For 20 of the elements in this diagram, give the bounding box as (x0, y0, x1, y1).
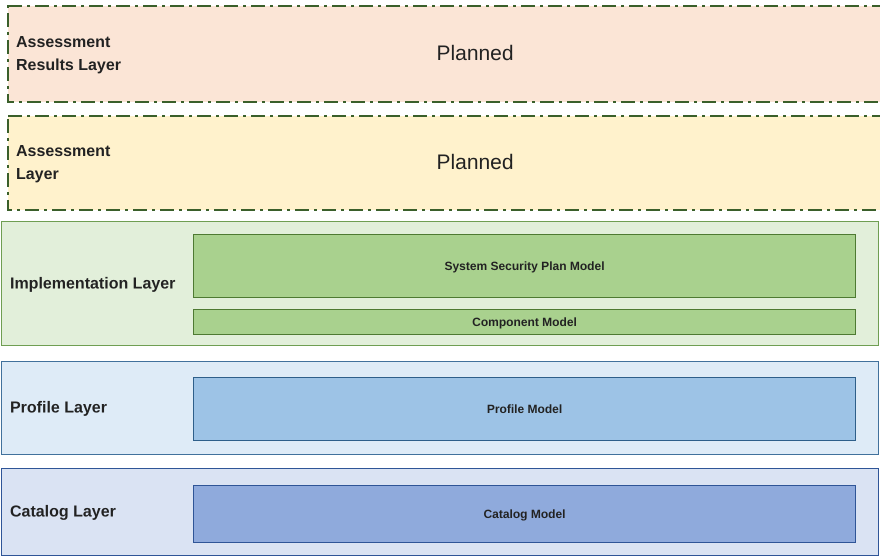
layer-title: Profile Layer (10, 398, 108, 418)
model-box (193, 377, 856, 441)
model-box (193, 309, 856, 335)
layer-title: Assessment Layer (16, 142, 112, 185)
model-label: Profile Model (486, 402, 562, 416)
model-box (193, 485, 856, 543)
layer-band (1, 221, 879, 346)
layer-band (1, 361, 879, 455)
status-text: Planned (436, 151, 514, 175)
status-text: Planned (436, 42, 514, 66)
model-label: System Security Plan Model (444, 259, 605, 273)
layer-band (1, 468, 879, 556)
layer-band (8, 116, 880, 210)
layer-band (8, 6, 880, 102)
model-label: Catalog Model (483, 507, 566, 521)
layer-title: Catalog Layer (10, 502, 117, 522)
model-label: Component Model (472, 315, 577, 329)
layer-title: Implementation Layer (10, 274, 176, 294)
model-box (193, 234, 856, 298)
layer-title: Assessment Results Layer (16, 33, 122, 76)
